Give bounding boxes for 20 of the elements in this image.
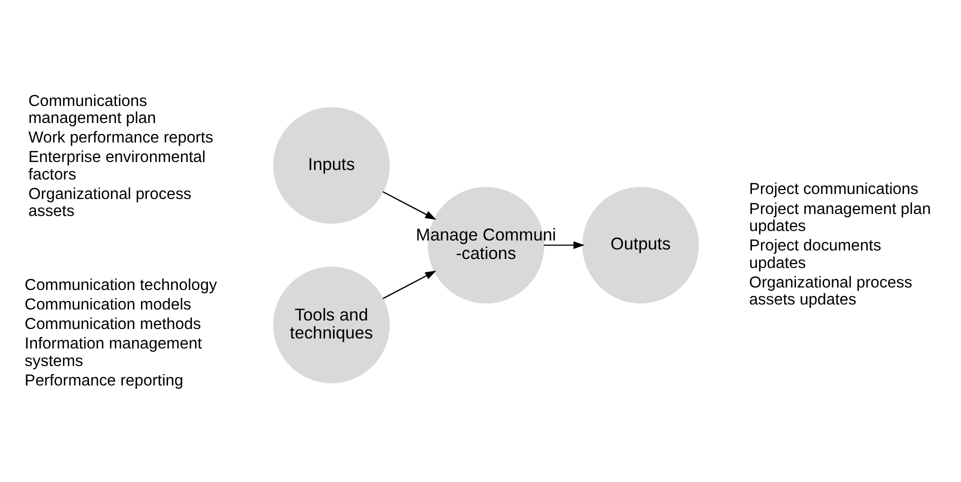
node-label: Performance reporting — [24, 372, 184, 390]
arrow — [382, 190, 436, 220]
node-label: Enterprise environmental factors — [28, 148, 206, 183]
node-label: Project management plan updates — [749, 200, 931, 234]
node-label: Organizational process assets — [28, 186, 192, 220]
node-label: Information management systems — [24, 335, 202, 370]
node-circle: Inputs — [273, 106, 390, 224]
node-label: Communication methods — [24, 316, 201, 333]
node-label: Communications management plan — [28, 92, 156, 126]
node-label: Project communications — [749, 180, 918, 198]
node-label: Communication technology — [24, 276, 217, 294]
node-label: Communication models — [24, 296, 192, 313]
node-circle: Tools and techniques — [273, 266, 390, 383]
node-label: Work performance reports — [28, 129, 214, 146]
node-label: Manage Communi — [416, 224, 556, 244]
node-circle: Outputs — [582, 186, 699, 303]
arrow — [382, 270, 436, 299]
arrow — [544, 240, 585, 249]
node-label: Organizational process assets updates — [749, 274, 912, 308]
node-label: Project documents updates — [749, 237, 882, 272]
